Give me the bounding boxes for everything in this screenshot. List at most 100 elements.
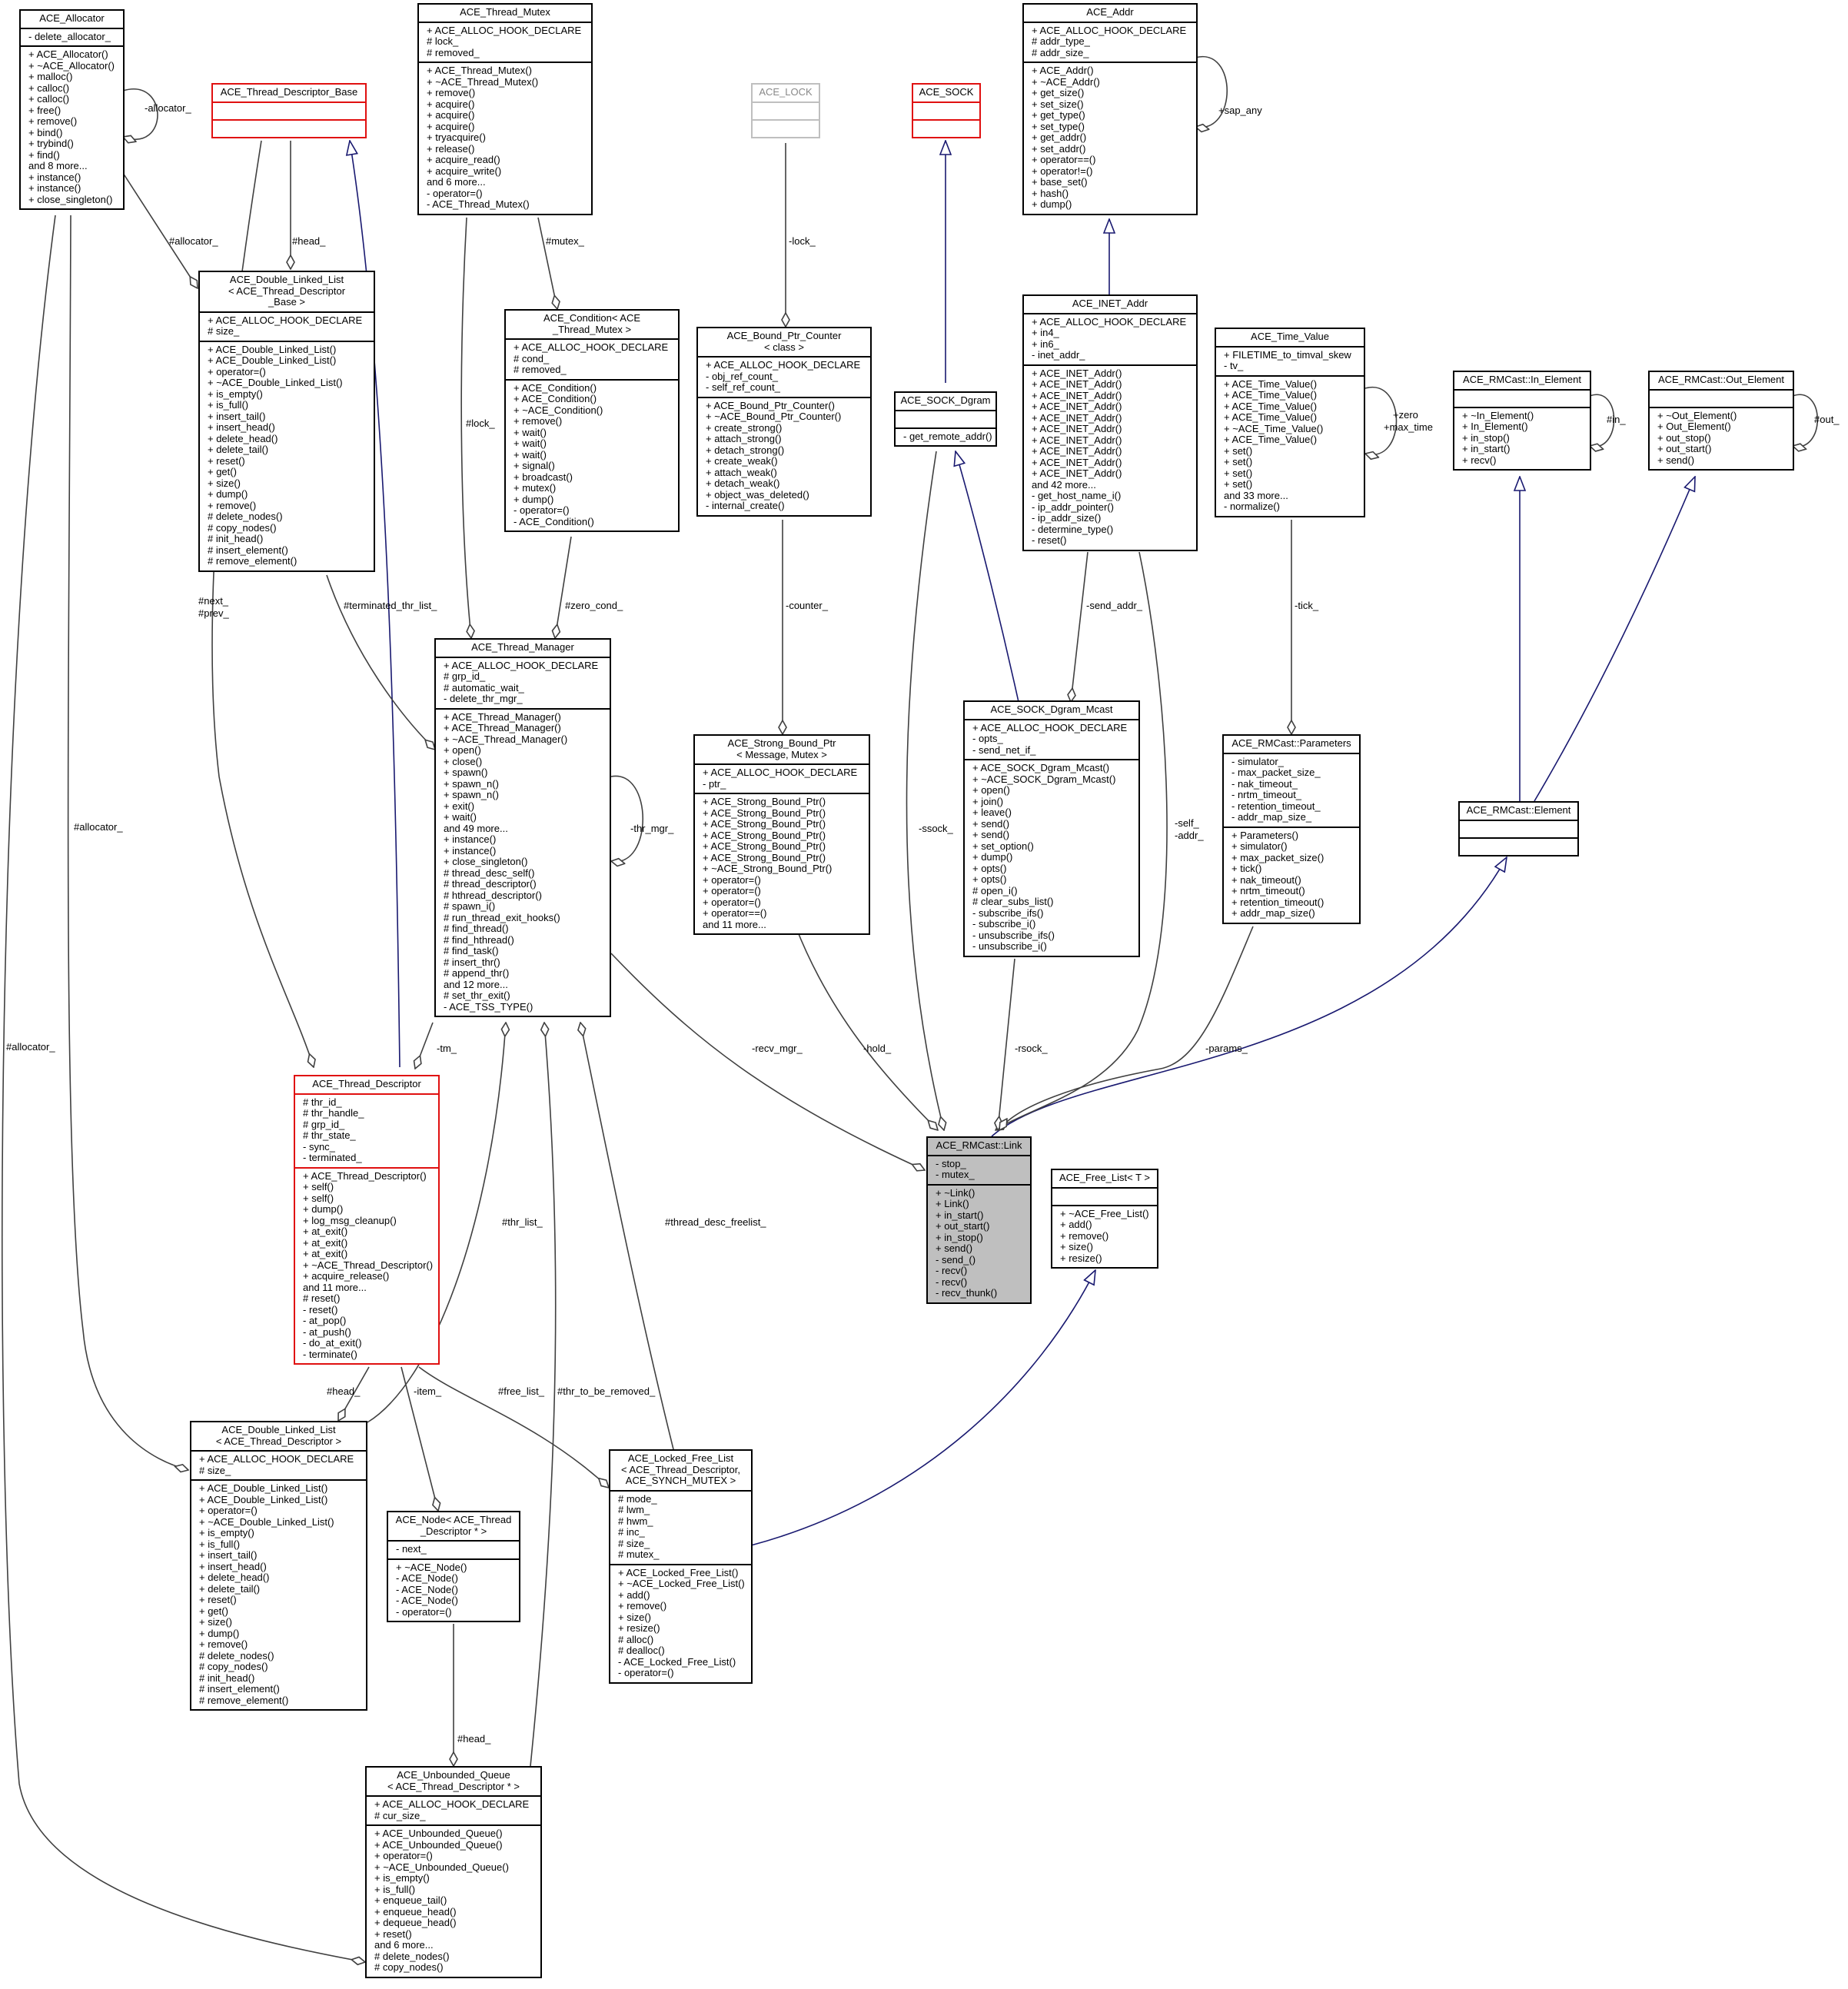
class-method: + ~ACE_Double_Linked_List() (199, 1515, 334, 1528)
class-ace-double-linked-list-thread-descriptor-base[interactable]: ACE_Double_Linked_List< ACE_Thread_Descr… (198, 271, 375, 572)
class-method: + ACE_INET_Addr() (1032, 401, 1122, 412)
edge-label: -item_ (414, 1385, 442, 1397)
class-method: + ~ACE_Node() (396, 1561, 467, 1573)
class-ace-sock-dgram-mcast[interactable]: ACE_SOCK_Dgram_Mcast+ ACE_ALLOC_HOOK_DEC… (963, 700, 1140, 957)
class-method: + ACE_Strong_Bound_Ptr() (703, 807, 826, 819)
class-method: + insert_head() (208, 421, 275, 433)
class-method: + get_addr() (1032, 131, 1087, 143)
class-attribute: # mode_ (618, 1492, 657, 1505)
class-ace-bound-ptr-counter[interactable]: ACE_Bound_Ptr_Counter< class >+ ACE_ALLO… (696, 327, 872, 517)
class-methods (213, 118, 365, 137)
class-ace-strong-bound-ptr[interactable]: ACE_Strong_Bound_Ptr< Message, Mutex >+ … (693, 734, 870, 935)
class-attributes: + ACE_ALLOC_HOOK_DECLARE# size_ (191, 1450, 366, 1479)
class-ace-rmcast-link[interactable]: ACE_RMCast::Link- stop_- mutex_+ ~Link()… (926, 1136, 1032, 1304)
class-title-line: < ACE_Thread_Descriptor * > (387, 1780, 520, 1792)
class-method: + ACE_Double_Linked_List() (208, 354, 337, 366)
class-ace-unbounded-queue[interactable]: ACE_Unbounded_Queue< ACE_Thread_Descript… (365, 1766, 542, 1978)
class-ace-free-list[interactable]: ACE_Free_List< T >+ ~ACE_Free_List()+ ad… (1051, 1169, 1158, 1269)
class-ace-rmcast-element[interactable]: ACE_RMCast::Element (1458, 801, 1579, 856)
edge-label: #terminated_thr_list_ (344, 600, 437, 611)
class-method: + ~Out_Element() (1657, 409, 1737, 421)
class-attribute: - max_packet_size_ (1231, 767, 1321, 778)
class-method: - operator=() (396, 1605, 452, 1618)
class-method: - ACE_Condition() (514, 515, 594, 527)
class-method: + size() (618, 1611, 651, 1623)
class-ace-double-linked-list-thread-descriptor[interactable]: ACE_Double_Linked_List< ACE_Thread_Descr… (190, 1421, 367, 1711)
class-ace-addr[interactable]: ACE_Addr+ ACE_ALLOC_HOOK_DECLARE# addr_t… (1022, 3, 1198, 215)
class-method: + get() (199, 1605, 228, 1617)
class-attribute: # thr_handle_ (303, 1107, 364, 1119)
class-method: + set() (1224, 456, 1253, 467)
class-title-line: ACE_Unbounded_Queue (397, 1769, 510, 1781)
class-methods: + ACE_Double_Linked_List()+ ACE_Double_L… (200, 340, 374, 570)
class-method: + dequeue_head() (374, 1917, 457, 1928)
edge-inherit-element (991, 857, 1507, 1137)
class-method: + remove() (514, 415, 563, 427)
class-method: + delete_tail() (199, 1582, 261, 1595)
edge-label: -tick_ (1295, 600, 1319, 611)
class-ace-rmcast-in-element[interactable]: ACE_RMCast::In_Element+ ~In_Element()+ I… (1453, 371, 1591, 471)
class-methods: + ACE_Double_Linked_List()+ ACE_Double_L… (191, 1479, 366, 1709)
class-method: - reset() (303, 1303, 338, 1315)
class-ace-condition[interactable]: ACE_Condition< ACE_Thread_Mutex >+ ACE_A… (504, 309, 680, 532)
class-title: ACE_Locked_Free_List< ACE_Thread_Descrip… (610, 1451, 751, 1490)
class-method: + ACE_Allocator() (28, 48, 108, 60)
class-method: + insert_head() (199, 1560, 267, 1572)
class-method: + operator==() (1032, 154, 1096, 165)
class-methods: + ACE_Strong_Bound_Ptr() + ACE_Strong_Bou… (695, 793, 869, 933)
class-attribute: - nrtm_timeout_ (1231, 789, 1302, 800)
class-method: + mutex() (514, 482, 557, 494)
class-attribute: + FILETIME_to_timval_skew (1224, 348, 1351, 361)
edge-mcast-link (998, 958, 1015, 1130)
class-method: + hash() (1032, 187, 1069, 199)
class-ace-sock-dgram[interactable]: ACE_SOCK_Dgram- get_remote_addr() (894, 391, 997, 447)
edge-label: #head_ (457, 1733, 491, 1745)
class-method: - unsubscribe_ifs() (972, 929, 1055, 941)
class-ace-thread-descriptor[interactable]: ACE_Thread_Descriptor# thr_id_# thr_hand… (294, 1075, 440, 1365)
class-method: + remove() (28, 115, 78, 127)
edge-manager-self (611, 775, 644, 861)
class-ace-rmcast-parameters[interactable]: ACE_RMCast::Parameters- simulator_- max_… (1222, 734, 1361, 924)
class-ace-locked-free-list[interactable]: ACE_Locked_Free_List< ACE_Thread_Descrip… (609, 1449, 753, 1684)
class-ace-allocator[interactable]: ACE_Allocator- delete_allocator_+ ACE_Al… (19, 9, 125, 210)
class-method: + ~ACE_Thread_Mutex() (427, 75, 539, 88)
class-ace-thread-descriptor-base[interactable]: ACE_Thread_Descriptor_Base (211, 83, 367, 138)
class-ace-node[interactable]: ACE_Node< ACE_Thread_Descriptor * >- nex… (387, 1511, 520, 1622)
edge-label: #next_ (198, 595, 229, 607)
class-method: + ACE_INET_Addr() (1032, 411, 1122, 424)
class-ace-lock[interactable]: ACE_LOCK (751, 83, 820, 138)
class-method: - at_push() (303, 1325, 351, 1338)
class-ace-time-value[interactable]: ACE_Time_Value+ FILETIME_to_timval_skew-… (1215, 328, 1365, 517)
class-ace-thread-mutex[interactable]: ACE_Thread_Mutex+ ACE_ALLOC_HOOK_DECLARE… (417, 3, 593, 215)
edge-label: -rsock_ (1015, 1043, 1048, 1054)
class-title-line: ACE_RMCast::Out_Element (1657, 374, 1784, 385)
class-method: - determine_type() (1032, 523, 1114, 535)
class-title-line: ACE_SOCK (919, 86, 974, 98)
class-method: # copy_nodes() (199, 1661, 268, 1672)
class-method: # thread_desc_self() (444, 866, 535, 879)
class-method: + delete_head() (208, 432, 278, 444)
class-attribute: + ACE_ALLOC_HOOK_DECLARE (208, 314, 363, 326)
class-method: + size() (199, 1616, 232, 1628)
class-method: + get_size() (1032, 87, 1085, 98)
class-attributes (213, 101, 365, 119)
class-method: + acquire_release() (303, 1270, 390, 1282)
class-title: ACE_Free_List< T > (1052, 1170, 1157, 1187)
class-method: + spawn() (444, 767, 488, 778)
class-method: # open_i() (972, 884, 1018, 896)
class-method: + remove() (427, 87, 476, 98)
class-title-line: < Message, Mutex > (736, 748, 827, 760)
class-ace-inet-addr[interactable]: ACE_INET_Addr+ ACE_ALLOC_HOOK_DECLARE+ i… (1022, 294, 1198, 551)
class-title-line: _Base > (268, 296, 306, 308)
class-attribute: - tv_ (1224, 360, 1244, 371)
class-method: + ACE_Strong_Bound_Ptr() (703, 840, 826, 852)
class-ace-thread-manager[interactable]: ACE_Thread_Manager+ ACE_ALLOC_HOOK_DECLA… (434, 638, 611, 1017)
class-method: + ~ACE_SOCK_Dgram_Mcast() (972, 773, 1116, 785)
class-method: + remove() (618, 1600, 667, 1611)
class-method: - terminate() (303, 1348, 357, 1360)
class-ace-sock[interactable]: ACE_SOCK (912, 83, 981, 138)
class-title-line: < ACE_Thread_Descriptor (228, 284, 346, 297)
class-ace-rmcast-out-element[interactable]: ACE_RMCast::Out_Element+ ~Out_Element()+… (1648, 371, 1794, 471)
edge-label: #mutex_ (546, 235, 585, 247)
